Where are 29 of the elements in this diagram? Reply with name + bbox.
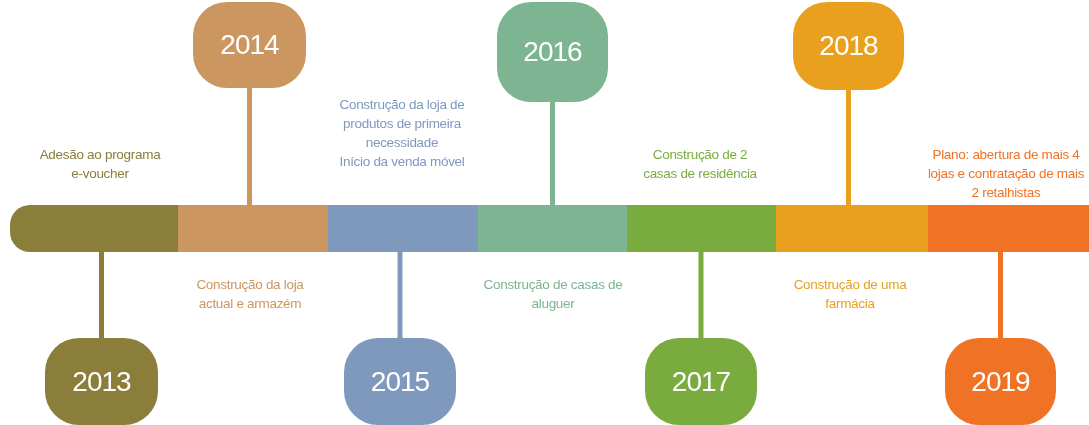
milestone-text: Construção da loja actual e armazém [195, 276, 305, 313]
year-bubble: 2018 [793, 2, 904, 90]
connector-line [99, 252, 104, 338]
connector-line [846, 90, 851, 205]
milestone-text: Adesão ao programa e-voucher [38, 146, 162, 183]
milestone-text: Construção de 2 casas de residência [642, 146, 758, 183]
year-bubble: 2016 [497, 2, 608, 102]
connector-line [998, 252, 1003, 338]
year-bubble: 2019 [945, 338, 1056, 425]
timeline-segment [10, 205, 178, 252]
year-bubble: 2017 [645, 338, 757, 425]
connector-line [550, 102, 555, 205]
connector-line [247, 88, 252, 205]
timeline-segment [478, 205, 627, 252]
connector-line [397, 252, 403, 338]
milestone-text: Construção de casas de aluguer [483, 276, 623, 313]
connector-line [698, 252, 704, 338]
year-bubble: 2013 [45, 338, 158, 425]
timeline-segment [328, 205, 478, 252]
year-bubble: 2014 [193, 2, 306, 88]
milestone-text: Início da venda móvel [338, 153, 466, 171]
timeline-segment [776, 205, 928, 252]
timeline-segment [928, 205, 1089, 252]
milestone-text: Construção de uma farmácia [792, 276, 908, 313]
milestone-text: Construção da loja de produtos de primeira necessidade [338, 96, 466, 152]
year-bubble: 2015 [344, 338, 456, 425]
milestone-text: Plano: abertura de mais 4 lojas e contratação de mais 2 retalhistas [926, 146, 1086, 202]
timeline-segment [178, 205, 328, 252]
timeline-segment [627, 205, 776, 252]
